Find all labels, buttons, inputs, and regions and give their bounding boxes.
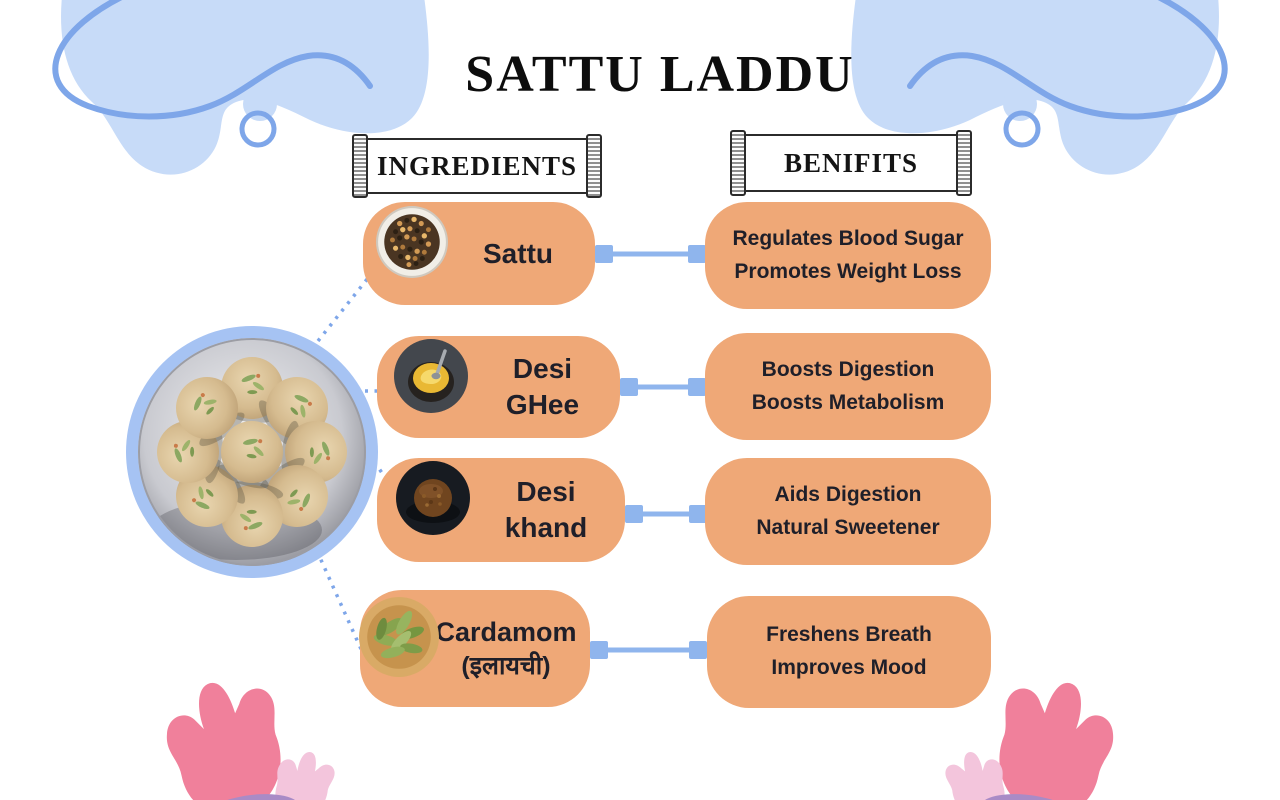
ingredient-label: Desi GHee <box>505 353 580 420</box>
connector-line <box>620 378 706 396</box>
ingredient-card-desi-khand: Desi khand <box>377 458 625 562</box>
ingredients-header-label: INGREDIENTS <box>376 150 578 181</box>
benefits-header-label: BENIFITS <box>783 147 919 178</box>
ghee-bowl-icon <box>393 338 469 414</box>
sattu-bowl-icon <box>375 205 449 279</box>
ingredient-card-cardamom: Cardamom (इलायची) <box>358 590 590 707</box>
connector-line <box>590 641 707 659</box>
laddu-plate-photo <box>124 324 380 580</box>
ingredient-label: Sattu <box>483 237 553 269</box>
ingredient-card-desi-ghee: Desi GHee <box>377 336 620 438</box>
benefits-header-banner: BENIFITS <box>730 130 972 196</box>
connector-line <box>625 505 707 523</box>
benefit-card-desi-ghee: Boosts Digestion Boosts Metabolism <box>705 333 991 440</box>
ingredient-card-sattu: Sattu <box>363 202 595 305</box>
ingredient-label: Desi khand <box>504 476 588 543</box>
connector-line <box>595 245 706 263</box>
page-title: SATTU LADDU <box>465 46 855 103</box>
benefit-card-desi-khand: Aids Digestion Natural Sweetener <box>705 458 991 565</box>
khand-bowl-icon <box>395 460 471 536</box>
benefit-card-cardamom: Freshens Breath Improves Mood <box>707 596 991 708</box>
ingredient-label: Cardamom (इलायची) <box>435 617 577 680</box>
cardamom-bowl-icon <box>358 596 440 678</box>
ingredients-header-banner: INGREDIENTS <box>352 134 602 198</box>
bottom-left-flowers <box>155 668 338 800</box>
benefit-card-sattu: Regulates Blood Sugar Promotes Weight Lo… <box>705 202 991 309</box>
